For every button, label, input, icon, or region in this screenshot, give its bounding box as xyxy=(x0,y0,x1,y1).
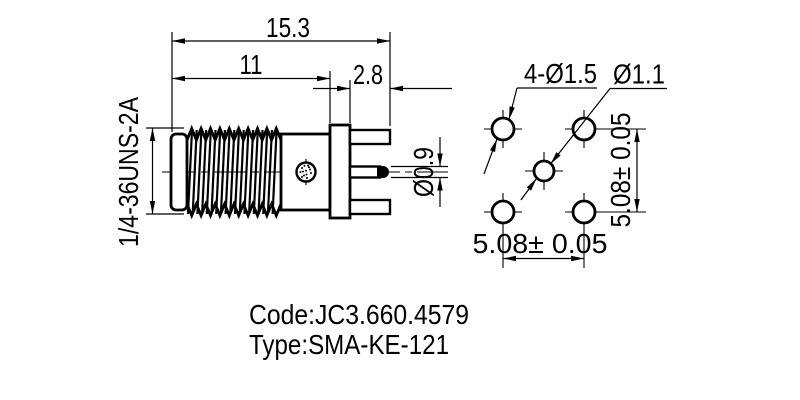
top-leg-pin xyxy=(348,128,392,146)
seal-hole xyxy=(295,161,317,183)
center-hole-leader-opposite xyxy=(520,178,537,201)
dim-center-pin-diameter: Ø0.9 xyxy=(408,137,443,207)
corner-hole-top-left xyxy=(490,116,516,142)
dim-body-length-label: 11 xyxy=(240,49,263,80)
part-code: Code:JC3.660.4579 xyxy=(249,299,469,330)
connector-interface-end xyxy=(169,132,189,212)
thread-crests-top xyxy=(185,124,283,144)
thread-helix-lines xyxy=(186,129,278,215)
center-hole xyxy=(532,159,556,183)
hole-spacing-vertical-label: 5.08± 0.05 xyxy=(605,113,636,228)
center-hole-callout: Ø1.1 xyxy=(520,59,667,201)
center-pin xyxy=(348,165,382,179)
dim-thread-spec: 1/4-36UNS-2A xyxy=(113,97,156,247)
corner-hole-bottom-left xyxy=(490,199,516,225)
thread-spec-label: 1/4-36UNS-2A xyxy=(113,97,144,247)
corner-hole-top-right xyxy=(571,116,597,142)
hole-pattern-view: 4-Ø1.5 Ø1.1 5.08± 0.05 5.08± 0.05 xyxy=(473,58,667,268)
seal-hole-knurl-dots xyxy=(299,164,312,180)
mounting-holes-leader-opposite xyxy=(483,138,498,175)
title-block: Code:JC3.660.4579 Type:SMA-KE-121 xyxy=(249,299,469,360)
center-hole-label: Ø1.1 xyxy=(613,59,665,90)
dim-leg-length: 2.8 xyxy=(313,59,452,92)
part-type: Type:SMA-KE-121 xyxy=(249,329,449,360)
mounting-holes-leader xyxy=(508,87,518,120)
dim-leg-length-label: 2.8 xyxy=(353,59,383,90)
center-hole-leader xyxy=(550,88,611,165)
side-view: 15.3 11 2.8 1/4-36UNS-2A Ø0.9 xyxy=(113,12,452,247)
mounting-holes-callout: 4-Ø1.5 xyxy=(483,58,597,175)
center-pin-tip xyxy=(377,166,389,178)
extension-lines-side xyxy=(146,32,448,215)
mounting-flange xyxy=(328,123,352,220)
bottom-leg-pin xyxy=(348,198,392,216)
corner-hole-bottom-right xyxy=(571,199,597,225)
dim-body-length: 11 xyxy=(172,49,330,82)
center-pin-diameter-label: Ø0.9 xyxy=(408,147,439,197)
mounting-holes-label: 4-Ø1.5 xyxy=(524,58,597,89)
dim-hole-spacing-vertical: 5.08± 0.05 xyxy=(605,113,640,228)
thread-crests-bottom xyxy=(185,200,283,220)
dim-hole-spacing-horizontal: 5.08± 0.05 xyxy=(473,228,608,262)
dim-total-length-label: 15.3 xyxy=(266,12,310,43)
hole-spacing-horizontal-label: 5.08± 0.05 xyxy=(473,228,608,259)
dim-total-length: 15.3 xyxy=(172,12,390,44)
